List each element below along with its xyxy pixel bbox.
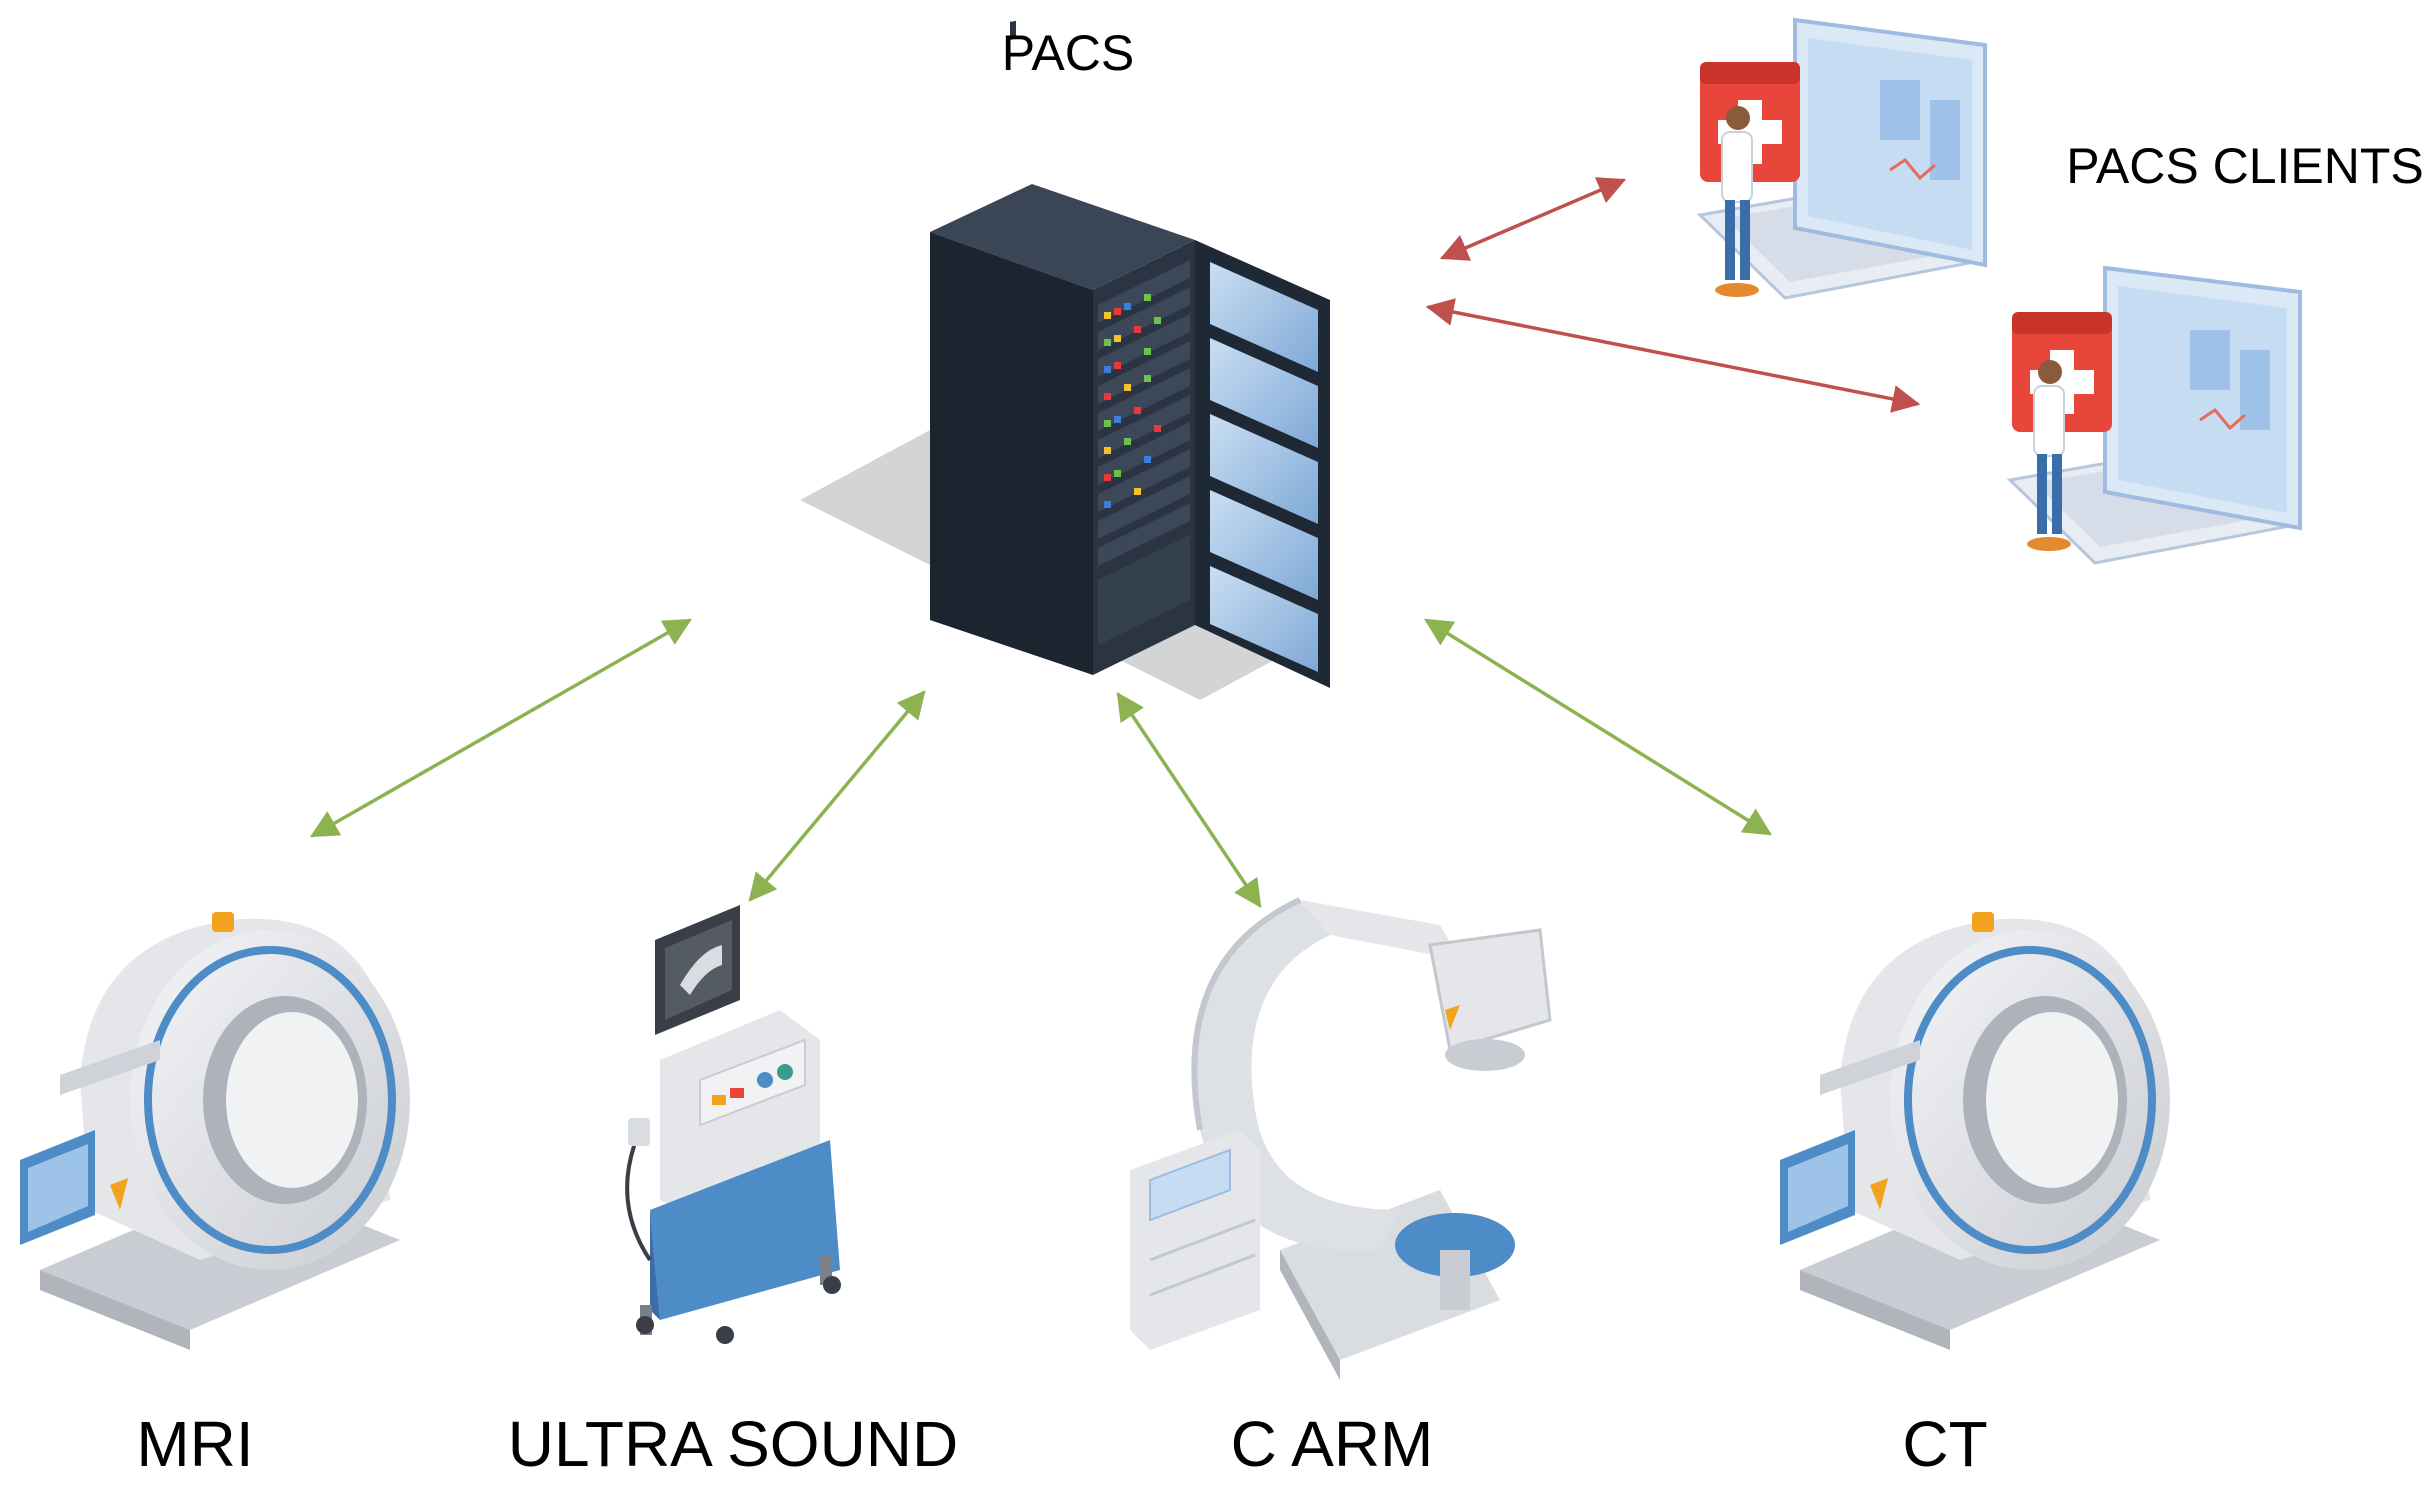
server-rack-icon <box>800 20 1330 700</box>
laptop-doctor-icon <box>1696 17 1989 300</box>
modality-links <box>309 618 1772 908</box>
clients-label: PACS CLIENTS <box>2066 138 2424 194</box>
carm-label: C ARM <box>1231 1408 1434 1480</box>
ultrasound-machine-icon <box>625 905 841 1344</box>
server-label: PACS <box>1002 25 1134 81</box>
link-server-client-2 <box>1425 298 1921 413</box>
link-server-ct <box>1424 618 1772 836</box>
link-server-mri <box>309 618 693 838</box>
client-links <box>1425 177 1921 413</box>
ct-scanner-icon <box>1780 912 2170 1350</box>
ct-label: CT <box>1902 1408 1987 1480</box>
ultrasound-label: ULTRA SOUND <box>508 1408 958 1480</box>
mri-scanner-icon <box>20 912 410 1350</box>
link-server-ultrasound <box>748 690 926 902</box>
link-server-client-1 <box>1439 177 1627 261</box>
server-leds <box>1104 294 1161 508</box>
server-door-glass <box>1210 262 1318 672</box>
server-slots <box>1098 260 1190 645</box>
c-arm-icon <box>1130 897 1552 1380</box>
laptop-doctor-icon <box>2006 265 2302 565</box>
mri-label: MRI <box>136 1408 253 1480</box>
link-server-carm <box>1116 692 1262 908</box>
